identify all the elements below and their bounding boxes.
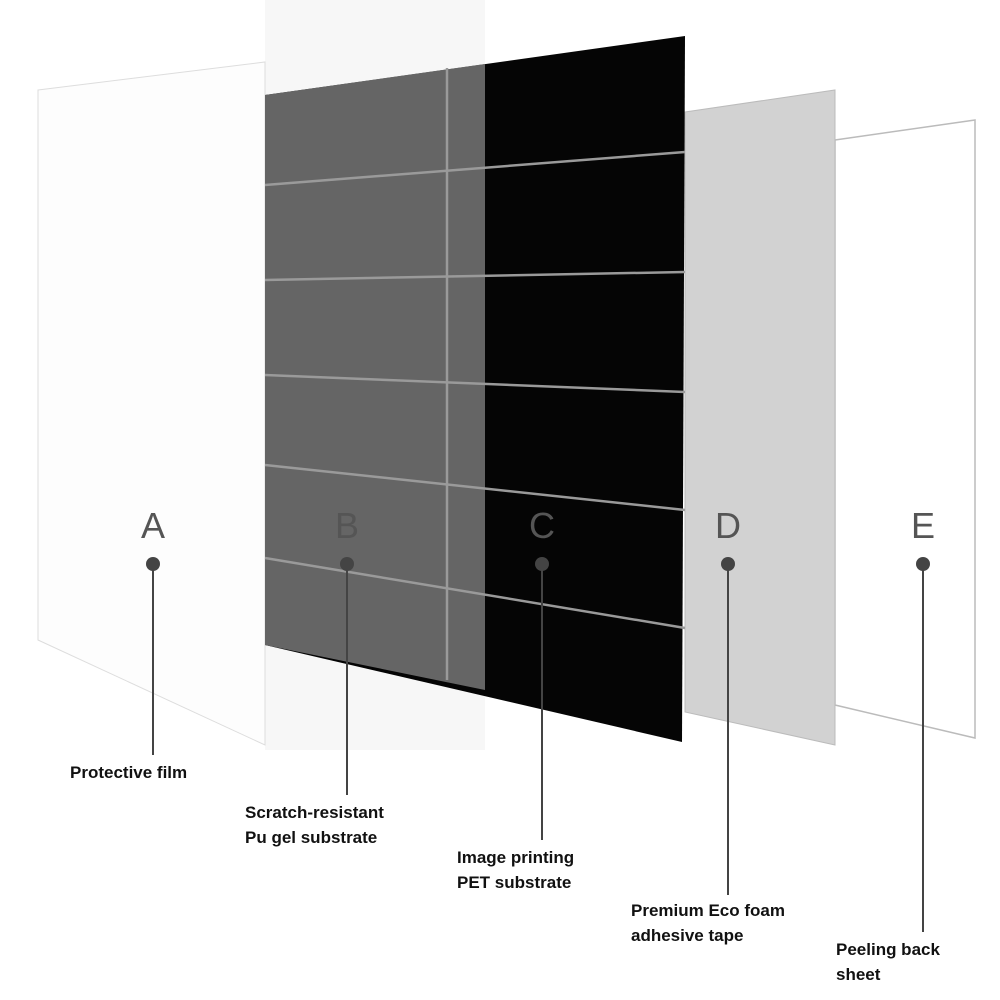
peeling-sheet-panel bbox=[834, 119, 976, 739]
layer-label-line1: Image printing bbox=[457, 848, 575, 867]
foam-tape-panel bbox=[684, 89, 836, 746]
layer-letter: C bbox=[529, 505, 555, 546]
layer-label-line2: sheet bbox=[836, 965, 881, 984]
layer-letter: A bbox=[140, 505, 165, 546]
layer-label: Image printing PET substrate bbox=[457, 845, 574, 895]
layer-label-line1: Scratch-resistant bbox=[245, 803, 384, 822]
layer-label-line1: Premium Eco foam bbox=[631, 901, 785, 920]
leader-line bbox=[727, 564, 729, 895]
leader-line bbox=[541, 564, 543, 840]
layer-letter: D bbox=[715, 505, 741, 546]
layer-label: Premium Eco foam adhesive tape bbox=[631, 898, 785, 948]
layer-label-line2: PET substrate bbox=[457, 873, 572, 892]
gel-substrate-overlay bbox=[265, 64, 485, 690]
tile-grout bbox=[264, 68, 686, 680]
layer-label-line1: Protective film bbox=[70, 763, 188, 782]
leader-line bbox=[922, 564, 924, 932]
layer-label-line2: adhesive tape bbox=[631, 926, 744, 945]
layer-label: Protective film bbox=[70, 760, 187, 785]
leader-line bbox=[152, 564, 154, 755]
layer-label-line1: Peeling back bbox=[836, 940, 940, 959]
layer-letter: B bbox=[334, 505, 359, 546]
leader-line bbox=[346, 564, 348, 795]
layer-label: Scratch-resistant Pu gel substrate bbox=[245, 800, 384, 850]
protective-film-panel bbox=[37, 61, 266, 746]
layer-letter: E bbox=[910, 505, 935, 546]
layer-label-line2: Pu gel substrate bbox=[245, 828, 378, 847]
layer-label: Peeling back sheet bbox=[836, 937, 940, 987]
